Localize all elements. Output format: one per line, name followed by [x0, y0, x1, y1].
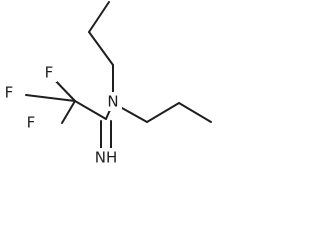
fluorine-lower-bg	[23, 114, 39, 132]
atom-label-layer: F F F N NH	[5, 64, 119, 167]
bond-cf3-carbon-to-amidine-carbon	[74, 100, 107, 120]
bond-upper-propyl-end	[88, 1, 110, 33]
molecule-diagram: F F F N NH	[1, 1, 212, 167]
imine-label-bg	[92, 148, 121, 167]
amine-nitrogen-bg	[105, 92, 122, 111]
bond-lower-propyl-end	[178, 102, 212, 123]
atom-label-backgrounds	[1, 64, 122, 167]
fluorine-lower-label: F	[27, 114, 36, 132]
amine-nitrogen-label: N	[107, 93, 118, 111]
fluorine-left-bg	[1, 84, 17, 102]
bond-cf3-carbon-to-lower-fluorine	[61, 100, 76, 124]
bond-cf3-carbon-to-left-fluorine	[25, 94, 76, 102]
bond-lower-propyl-middle	[146, 102, 180, 123]
fluorine-left-label: F	[5, 84, 14, 102]
imine-nh-label: NH	[95, 149, 118, 167]
bond-upper-propyl-middle	[88, 31, 114, 66]
fluorine-top-label: F	[45, 64, 54, 82]
structure-canvas: F F F N NH	[0, 0, 218, 172]
fluorine-top-bg	[41, 64, 57, 82]
